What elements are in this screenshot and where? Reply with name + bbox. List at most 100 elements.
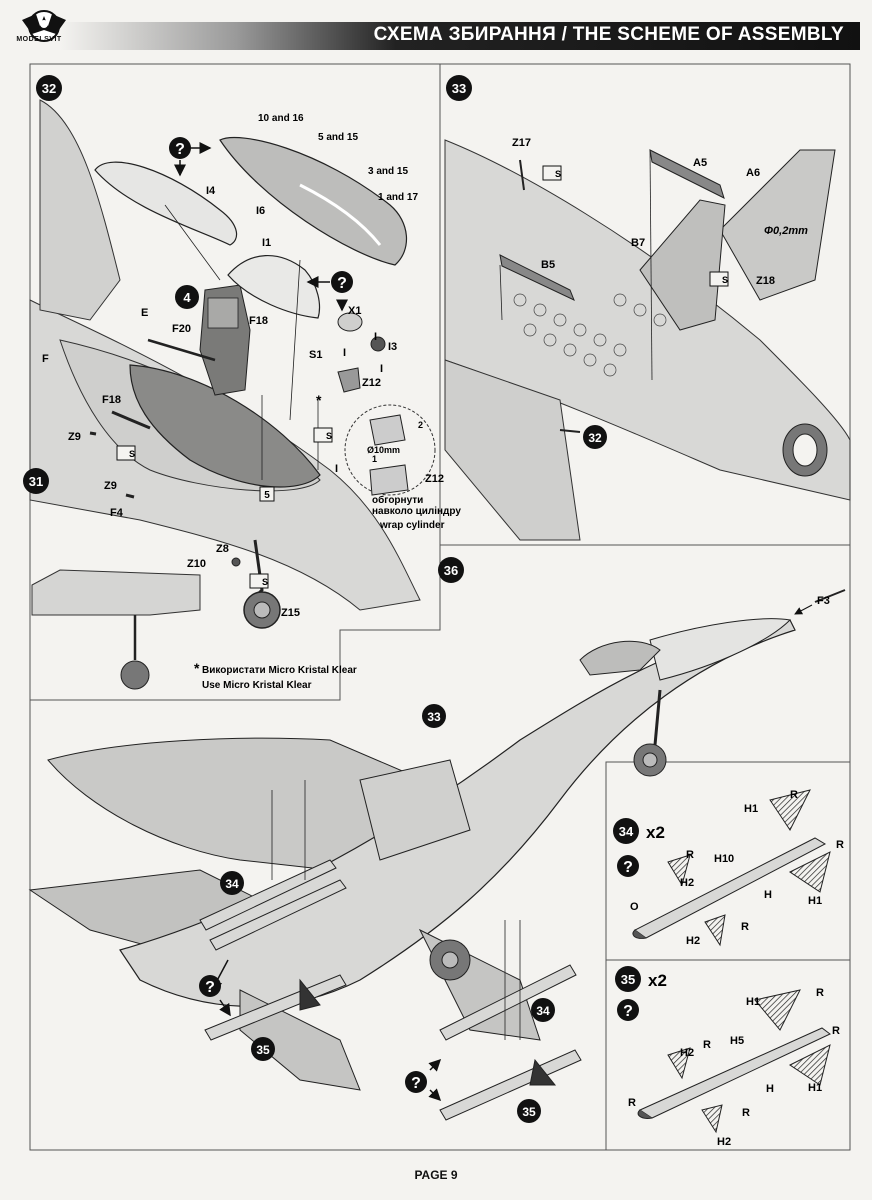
svg-text:R: R [790,789,798,801]
svg-text:X1: X1 [348,305,361,317]
svg-text:F: F [42,353,49,365]
page-header: СХЕМА ЗБИРАННЯ / THE SCHEME OF ASSEMBLY … [0,0,872,52]
svg-text:Z18: Z18 [756,275,775,287]
step-badge-31: 31 [23,468,49,494]
question-icon: ? [617,999,639,1021]
question-icon: ? [617,855,639,877]
svg-text:F18: F18 [249,315,268,327]
step-divider [30,544,850,701]
svg-text:H1: H1 [744,803,758,815]
svg-text:I: I [335,463,338,475]
svg-text:32: 32 [42,81,56,96]
svg-text:S1: S1 [309,349,322,361]
svg-text:S: S [129,449,135,459]
svg-text:R: R [628,1097,636,1109]
step-badge-34-ref-a: 34 [220,871,244,895]
svg-text:I3: I3 [388,341,397,353]
svg-text:35: 35 [522,1105,536,1119]
svg-text:O: O [630,901,639,913]
glue-icon: S [313,427,333,443]
glue-icon: S [116,445,136,461]
svg-text:5 and 15: 5 and 15 [318,132,358,143]
step-badge-33: 33 [446,75,472,101]
page-title: СХЕМА ЗБИРАННЯ / THE SCHEME OF ASSEMBLY [373,24,844,45]
svg-text:H2: H2 [680,1047,694,1059]
svg-text:H5: H5 [730,1035,744,1047]
svg-text:R: R [816,987,824,999]
svg-text:H1: H1 [808,1082,822,1094]
svg-text:33: 33 [452,81,466,96]
svg-text:?: ? [337,275,347,292]
svg-text:Z17: Z17 [512,137,531,149]
page-number: PAGE 9 [414,1168,458,1182]
svg-text:5: 5 [264,490,270,501]
svg-text:Z9: Z9 [68,431,81,443]
svg-text:32: 32 [588,431,602,445]
paint-box: 5 and 15 [318,132,358,143]
svg-text:S: S [555,169,561,179]
modelsvit-logo-icon [22,10,66,42]
step-badge-35: 35 [615,966,641,992]
svg-text:2: 2 [418,420,423,430]
svg-text:Z8: Z8 [216,543,229,555]
svg-text:31: 31 [29,474,43,489]
svg-text:Φ0,2mm: Φ0,2mm [764,225,808,237]
svg-text:I: I [380,363,383,375]
header-bar [60,22,860,50]
svg-text:?: ? [623,1003,633,1020]
svg-text:Use Micro Kristal Klear: Use Micro Kristal Klear [202,680,312,691]
logo-text: MODELSVIT [16,36,62,43]
svg-text:Z15: Z15 [281,607,300,619]
svg-text:Z12: Z12 [425,473,444,485]
svg-text:B7: B7 [631,237,645,249]
svg-text:R: R [742,1107,750,1119]
glue-icon: S [249,573,269,589]
step-badge-32-ref: 32 [583,425,607,449]
svg-text:?: ? [205,979,215,996]
svg-text:R: R [703,1039,711,1051]
question-icon: ? [405,1071,427,1093]
step-badge-36: 36 [438,557,464,583]
svg-text:1: 1 [372,454,377,464]
svg-text:I: I [343,347,346,359]
step-badge-4: 4 [175,285,199,309]
question-icon: ? [169,137,191,159]
svg-text:Z12: Z12 [362,377,381,389]
svg-text:R: R [686,849,694,861]
step-33-part-labels: Z17 A5 A6 B7 B5 Z18 Φ0,2mm [512,137,808,287]
svg-text:H2: H2 [680,877,694,889]
svg-text:A6: A6 [746,167,760,179]
paint-box: 10 and 16 [258,113,304,124]
svg-text:H1: H1 [746,996,760,1008]
svg-text:33: 33 [427,710,441,724]
svg-text:35: 35 [256,1043,270,1057]
svg-text:36: 36 [444,563,458,578]
paint-box: 1 and 17 [378,192,418,203]
step-32-canopy [29,99,436,690]
missile-34-labels: H1 R H10 H2 R H H1 R O H2 R [630,789,844,947]
svg-text:R: R [836,839,844,851]
svg-text:wrap cylinder: wrap cylinder [379,520,445,531]
svg-text:S: S [722,275,728,285]
svg-text:R: R [832,1025,840,1037]
svg-text:F20: F20 [172,323,191,335]
svg-text:H: H [766,1083,774,1095]
step-badge-33-ref: 33 [422,704,446,728]
svg-text:I4: I4 [206,185,216,197]
step-badge-32: 32 [36,75,62,101]
glue-icon: S [542,165,562,181]
svg-text:A5: A5 [693,157,707,169]
svg-text:Використати Micro Kristal Klea: Використати Micro Kristal Klear [202,665,357,676]
svg-text:I1: I1 [262,237,271,249]
missile-35 [637,989,831,1134]
svg-text:I6: I6 [256,205,265,217]
svg-text:B5: B5 [541,259,555,271]
svg-text:H2: H2 [686,935,700,947]
missile-35-labels: H1 R H5 H2 R R H H1 R H2 R [628,987,840,1148]
svg-text:S: S [326,431,332,441]
svg-text:35: 35 [621,972,635,987]
svg-text:F4: F4 [110,507,124,519]
quantity-35: x2 [648,971,667,990]
paint-box: 3 and 15 [368,166,408,177]
